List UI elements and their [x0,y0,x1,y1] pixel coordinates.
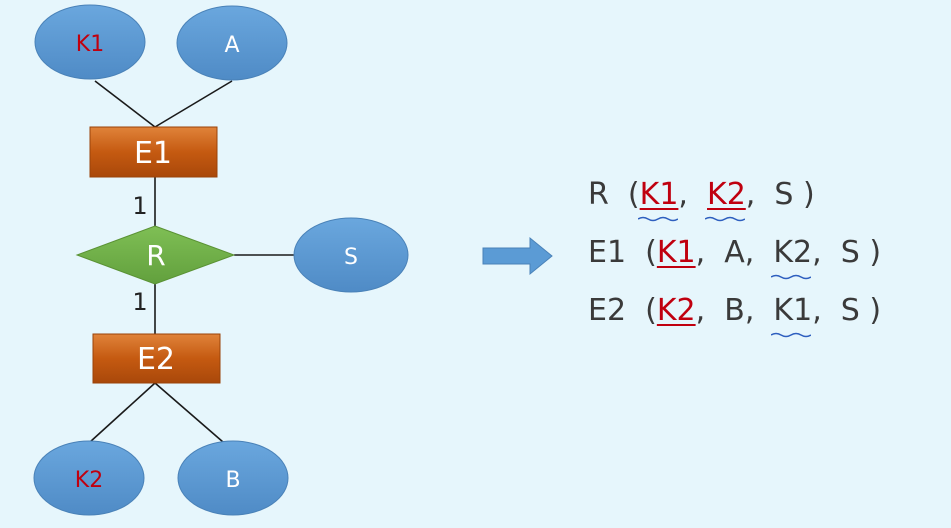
attribute-a: A [176,5,288,81]
relation-attr: K1 [656,235,696,270]
separator: , [812,293,841,328]
relation-attr: B [724,293,745,328]
attribute-b: B [177,440,289,516]
relation-attr: K1 [640,180,678,210]
wavy-underline [771,332,811,338]
cardinality-e2-r: 1 [132,288,147,316]
separator: , [695,293,725,328]
edge-a-e1 [154,80,233,128]
relation-e1: E1 (K1, A, K2, S ) [588,238,881,268]
relation-attr: S [840,293,860,328]
relationship-r-label: R [146,239,165,272]
separator: , [744,293,774,328]
open-paren: ( [645,235,657,270]
attribute-k2: K2 [33,440,145,516]
separator: , [695,235,725,270]
close-paren: ) [859,235,882,270]
attribute-b-label: B [225,468,240,493]
relation-e2: E2 (K2, B, K1, S ) [588,296,881,326]
entity-e2-label: E2 [137,342,175,377]
open-paren: ( [627,177,640,212]
relation-attr: A [724,235,745,270]
edge-k1-e1 [94,80,156,128]
edge-e2-k2 [89,382,156,443]
relation-r: R (K1, K2, S ) [588,180,815,210]
wavy-underline [771,274,811,280]
wavy-underline [705,216,745,222]
open-paren: ( [645,293,657,328]
relation-attr: K1 [773,296,812,326]
relation-name: E1 [588,235,646,270]
separator: , [744,235,774,270]
attribute-a-label: A [224,33,239,58]
attribute-s-label: S [344,245,358,270]
attribute-k1-label: K1 [76,32,104,57]
relation-attr: S [774,177,794,212]
relation-name: E2 [588,293,646,328]
arrow-right-icon [482,236,553,276]
attribute-k2-label: K2 [75,468,103,493]
entity-e2: E2 [92,333,221,384]
separator: , [678,177,708,212]
attribute-s: S [293,217,409,293]
separator: , [745,177,775,212]
cardinality-e1-r: 1 [132,192,147,220]
close-paren: ) [793,177,815,212]
relation-attr: K2 [656,293,696,328]
relationship-r: R [75,225,236,285]
relation-attr: S [840,235,860,270]
entity-e1-label: E1 [134,136,172,171]
edge-e2-b [154,382,224,443]
attribute-k1: K1 [34,4,146,80]
separator: , [812,235,841,270]
close-paren: ) [859,293,882,328]
wavy-underline [638,216,678,222]
relation-name: R [588,177,628,212]
relation-attr: K2 [773,238,812,268]
relation-attr: K2 [707,180,746,210]
entity-e1: E1 [89,126,218,178]
